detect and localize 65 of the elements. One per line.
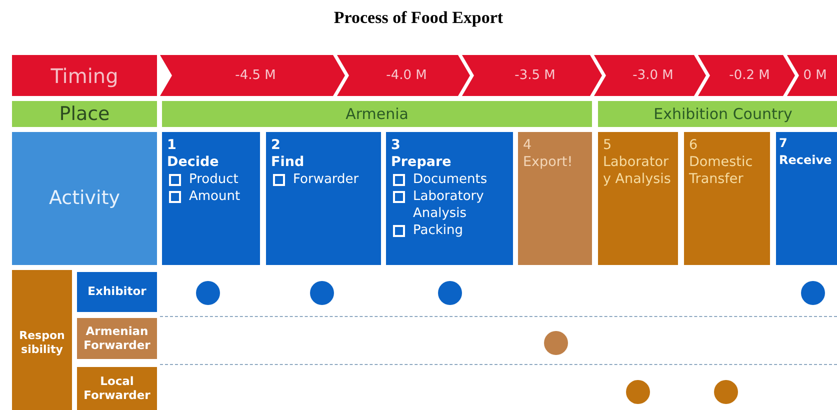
task-item: Forwarder xyxy=(293,171,359,188)
place-label: Exhibition Country xyxy=(654,105,792,123)
time-label: -3.5 M xyxy=(514,68,556,83)
header-label: Responsibility xyxy=(18,329,66,356)
diagram-title: Process of Food Export xyxy=(332,8,504,28)
time-label: -0.2 M xyxy=(728,68,770,83)
header-label: Local Forwarder xyxy=(82,374,152,402)
responsibility-dot xyxy=(196,281,220,305)
row-header xyxy=(12,101,157,127)
step-number: 4 xyxy=(523,137,532,154)
row-header xyxy=(12,132,157,265)
time-label: -4.5 M xyxy=(234,68,276,83)
activity-box xyxy=(684,132,770,265)
row-header xyxy=(12,55,157,96)
responsibility-dot xyxy=(801,281,825,305)
activity-box xyxy=(162,132,260,265)
step-number: 5 xyxy=(603,137,612,154)
step-title: Receive xyxy=(779,152,832,169)
step-number: 6 xyxy=(689,137,698,154)
step-number: 7 xyxy=(779,135,788,152)
role-label xyxy=(77,367,157,410)
step-number: 3 xyxy=(391,137,400,154)
activity-box xyxy=(776,132,837,265)
timeline-period-band xyxy=(698,55,795,96)
step-title: Find xyxy=(271,154,304,171)
timeline-period-band xyxy=(462,55,602,96)
responsibility-dot xyxy=(438,281,462,305)
task-item: Amount xyxy=(189,188,240,205)
header-label: Activity xyxy=(48,187,120,210)
header-label: Place xyxy=(59,102,110,126)
time-label: 0 M xyxy=(802,68,827,83)
activity-box xyxy=(518,132,592,265)
timeline-period-band xyxy=(787,55,837,96)
place-band xyxy=(598,101,837,127)
activity-box xyxy=(386,132,513,265)
place-band xyxy=(162,101,592,127)
header-label: Timing xyxy=(50,64,118,88)
role-label xyxy=(77,272,157,312)
responsibility-dot xyxy=(544,331,568,355)
step-title: Prepare xyxy=(391,154,452,171)
place-label: Armenia xyxy=(346,105,408,123)
activity-box xyxy=(266,132,381,265)
activity-box xyxy=(598,132,678,265)
row-header xyxy=(12,270,72,410)
header-label: Exhibitor xyxy=(88,285,146,299)
time-label: -4.0 M xyxy=(385,68,427,83)
step-title: Decide xyxy=(167,154,219,171)
step-title: Domestic Transfer xyxy=(689,154,754,188)
responsibility-dot xyxy=(626,380,650,404)
responsibility-dot xyxy=(714,380,738,404)
step-number: 2 xyxy=(271,137,280,154)
timeline-period-band xyxy=(337,55,470,96)
step-number: 1 xyxy=(167,137,176,154)
header-label: Armenian Forwarder xyxy=(82,324,152,352)
step-title: Laboratory Analysis xyxy=(603,154,672,188)
time-label: -3.0 M xyxy=(632,68,674,83)
task-item: Packing xyxy=(413,222,464,239)
timeline-period-band xyxy=(160,55,345,96)
task-item: Documents xyxy=(413,171,488,188)
task-item: Laboratory Analysis xyxy=(413,188,485,222)
timeline-period-band xyxy=(594,55,706,96)
responsibility-dot xyxy=(310,281,334,305)
step-title: Export! xyxy=(523,154,573,171)
role-label xyxy=(77,318,157,359)
task-item: Product xyxy=(189,171,238,188)
